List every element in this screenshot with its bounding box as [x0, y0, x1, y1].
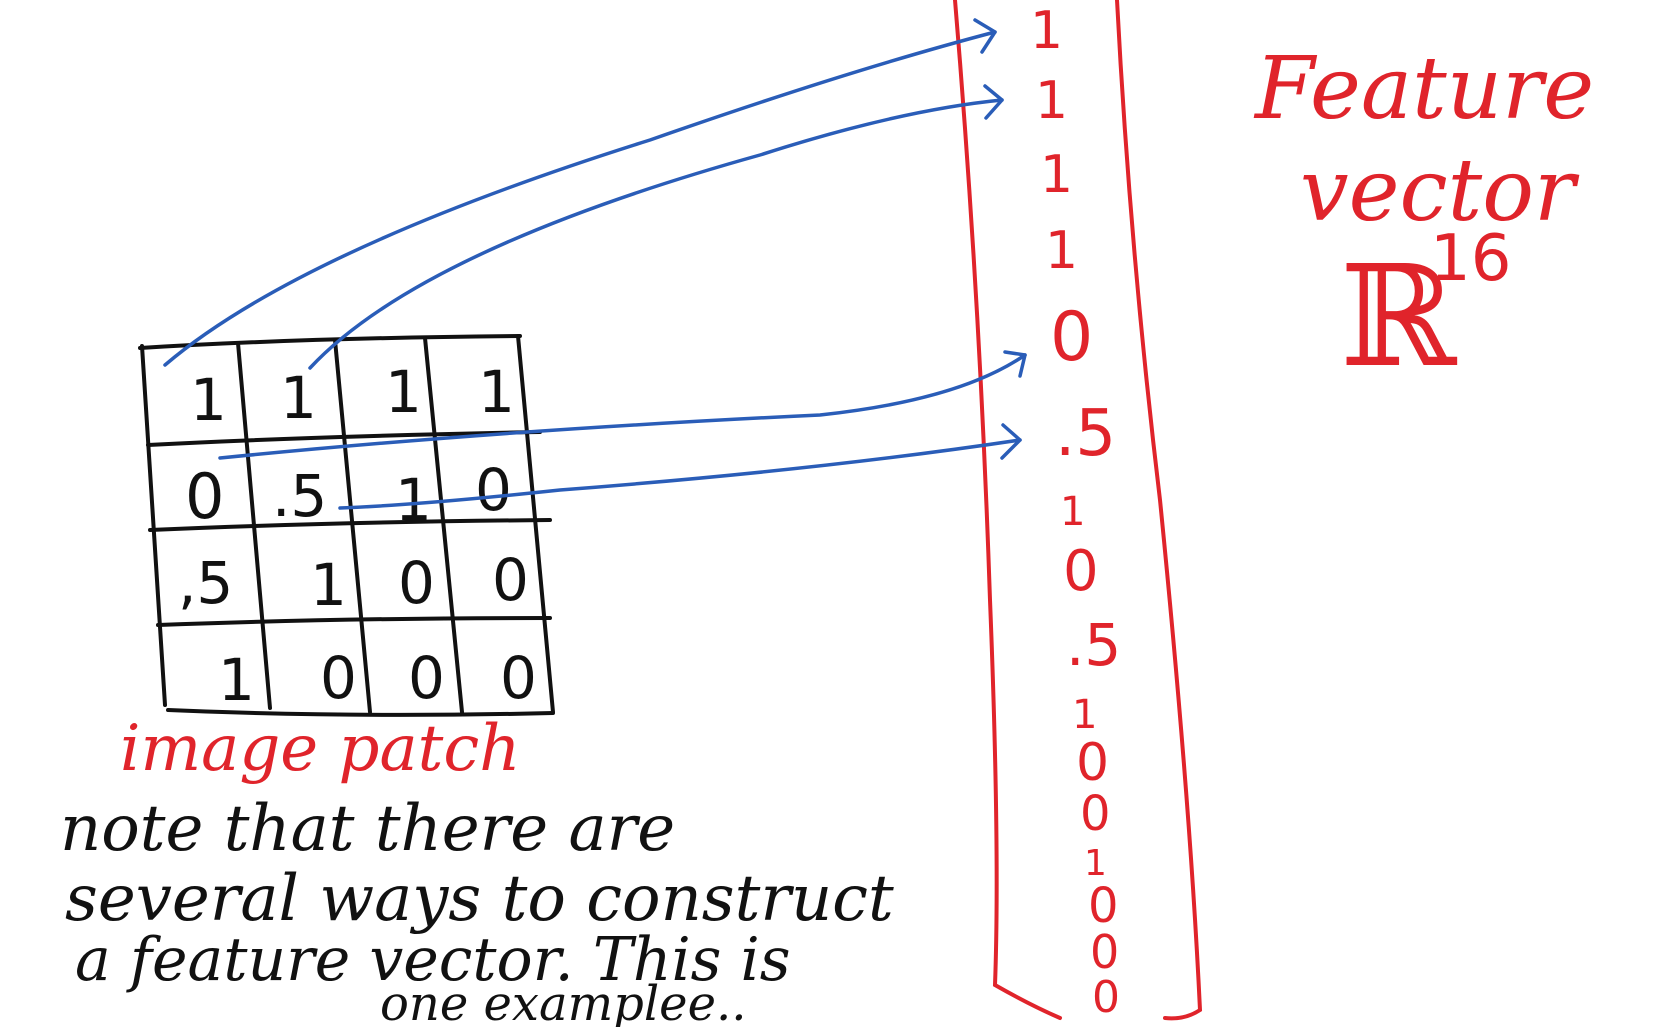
patch-cell-r3c2: 1	[310, 551, 347, 619]
vector-entry-13: 1	[1084, 843, 1107, 884]
arrow-cell-r2c1-to-entry-5	[218, 350, 1027, 460]
note-line-3: a feature vector. This is	[75, 925, 791, 995]
vector-entry-9: .5	[1066, 611, 1121, 679]
arrow-cell-r1c2-to-entry-2	[308, 84, 1004, 370]
patch-cell-r4c1: 1	[218, 646, 255, 714]
patch-cell-r3c1: ,5	[178, 549, 233, 617]
vector-entry-11: 0	[1076, 733, 1109, 793]
image-patch-label: image patch	[120, 712, 520, 786]
vector-entry-2: 1	[1035, 71, 1068, 131]
vector-entry-5: 0	[1050, 298, 1093, 377]
note-line-4: one examplee..	[380, 976, 747, 1027]
patch-cell-r4c3: 0	[408, 644, 445, 712]
note-line-2: several ways to construct	[65, 862, 894, 936]
vector-entry-7: 1	[1060, 489, 1085, 535]
note-text: note that there are several ways to cons…	[60, 792, 894, 1027]
vector-entry-15: 0	[1090, 925, 1119, 979]
mapping-arrows	[163, 18, 1027, 510]
note-line-1: note that there are	[60, 792, 675, 866]
feature-vector-title-line1: Feature	[1253, 39, 1594, 139]
patch-cell-r1c4: 1	[478, 358, 515, 426]
patch-cell-r2c1: 0	[185, 460, 224, 533]
patch-cell-r2c2: .5	[272, 462, 327, 530]
patch-cell-r1c3: 1	[385, 358, 422, 426]
vector-entry-12: 0	[1080, 786, 1111, 842]
arrow-cell-r2c2-to-entry-6	[338, 423, 1022, 510]
patch-cell-r3c4: 0	[492, 546, 529, 614]
vector-entry-6: .5	[1055, 397, 1116, 471]
patch-cell-r1c2: 1	[280, 364, 317, 432]
vector-entry-1: 1	[1030, 1, 1063, 61]
patch-cell-r2c3: 1	[395, 466, 432, 534]
vector-entry-14: 0	[1088, 878, 1119, 934]
arrow-cell-r1c1-to-entry-1	[163, 18, 997, 367]
patch-cell-r2c4: 0	[475, 456, 512, 524]
vector-entry-10: 1	[1072, 692, 1097, 738]
feature-vector-bracket	[953, 0, 1203, 1021]
image-patch-grid	[138, 334, 555, 717]
patch-cell-r4c4: 0	[500, 644, 537, 712]
feature-vector-title-line2: vector	[1300, 141, 1580, 241]
vector-entry-8: 0	[1063, 539, 1099, 604]
vector-entry-16: 0	[1092, 972, 1120, 1023]
real-space-symbol: ℝ	[1340, 236, 1458, 399]
patch-cell-r3c3: 0	[398, 549, 435, 617]
patch-cell-r1c1: 1	[190, 366, 227, 434]
vector-entry-4: 1	[1045, 221, 1078, 281]
vector-entry-3: 1	[1040, 145, 1073, 205]
dimension-exponent: 16	[1430, 222, 1511, 296]
patch-values: 1 1 1 1 0 .5 1 0 ,5 1 0 0 1 0 0 0	[178, 358, 537, 714]
patch-cell-r4c2: 0	[320, 644, 357, 712]
